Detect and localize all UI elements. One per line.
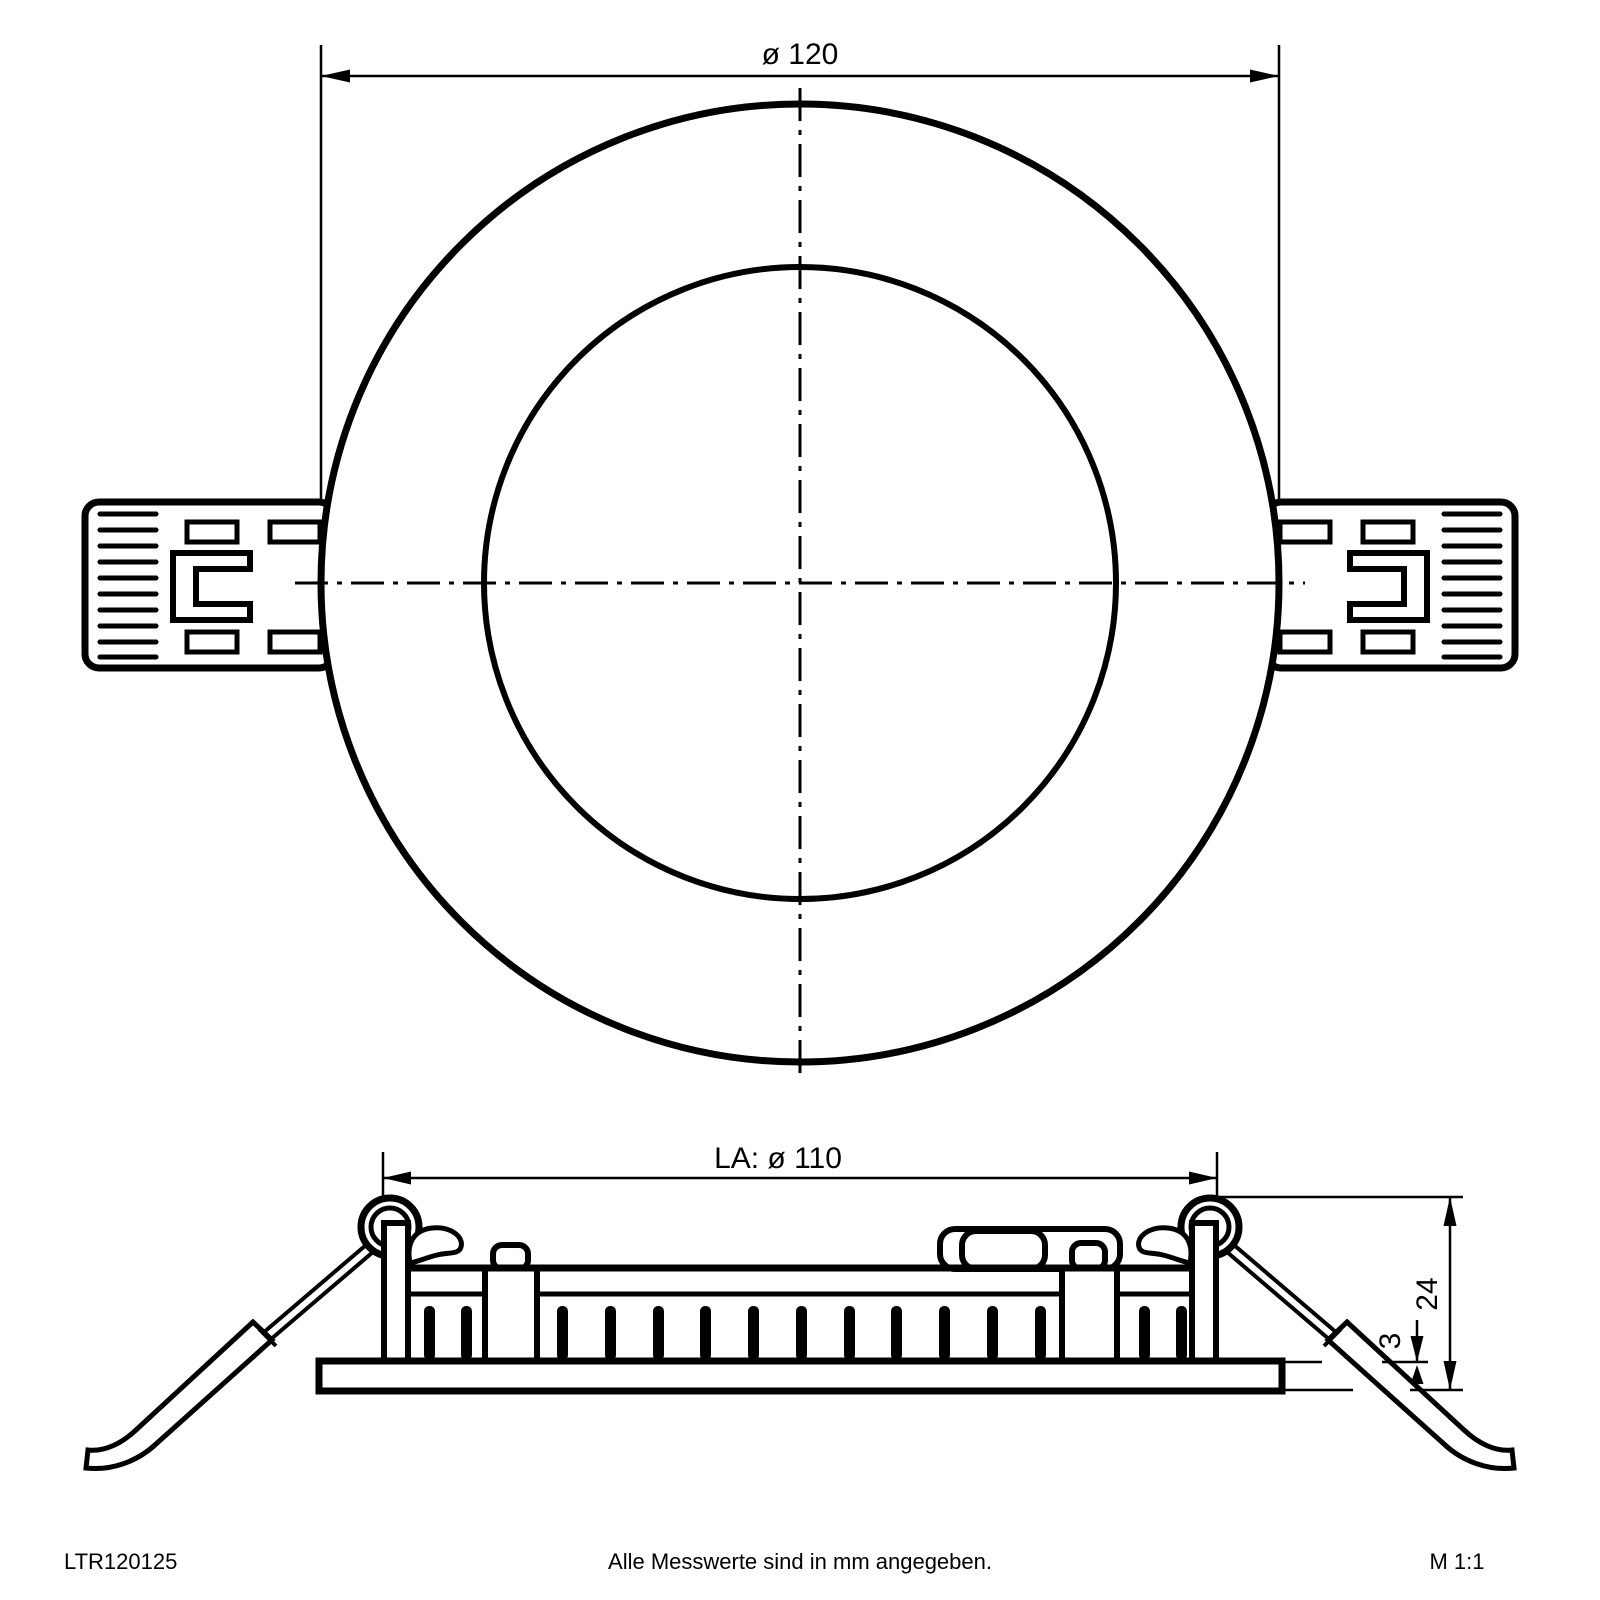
mounting-clip-left [85, 502, 333, 668]
arrowhead-left [321, 69, 350, 83]
mounting-clip-right [1267, 502, 1515, 668]
edge-thickness-label: 3 [1374, 1333, 1407, 1350]
side-view: LA: ø 110 24 3 [86, 1142, 1514, 1469]
diameter-label: ø 120 [762, 38, 839, 71]
height-dimension: 24 [1217, 1195, 1463, 1392]
height-label: 24 [1411, 1277, 1444, 1310]
driver-box-inner [959, 1228, 1048, 1272]
top-view: ø 120 [85, 38, 1515, 1078]
arrowhead-up [1410, 1365, 1424, 1384]
arrowhead-bottom [1443, 1361, 1457, 1390]
support-block-right [1059, 1265, 1120, 1365]
heatsink-fins [424, 1306, 1187, 1360]
cutout-diameter-label: LA: ø 110 [714, 1142, 842, 1175]
edge-thickness-dimension: 3 [1284, 1320, 1428, 1391]
scale-label: M 1:1 [1429, 1549, 1484, 1574]
arrowhead-right [1189, 1171, 1217, 1185]
arrowhead-down [1410, 1336, 1424, 1362]
arrowhead-top [1443, 1197, 1457, 1226]
measurement-note: Alle Messwerte sind in mm angegeben. [608, 1549, 992, 1574]
arrowhead-left [383, 1171, 411, 1185]
product-code: LTR120125 [64, 1549, 177, 1574]
diameter-dimension: ø 120 [319, 38, 1281, 500]
support-block-left [482, 1265, 540, 1365]
cutout-dimension: LA: ø 110 [381, 1142, 1219, 1202]
front-bezel-plate [315, 1357, 1286, 1395]
arrowhead-right [1250, 69, 1279, 83]
title-block: LTR120125 Alle Messwerte sind in mm ange… [64, 1549, 1485, 1574]
driver-assembly [937, 1226, 1123, 1272]
